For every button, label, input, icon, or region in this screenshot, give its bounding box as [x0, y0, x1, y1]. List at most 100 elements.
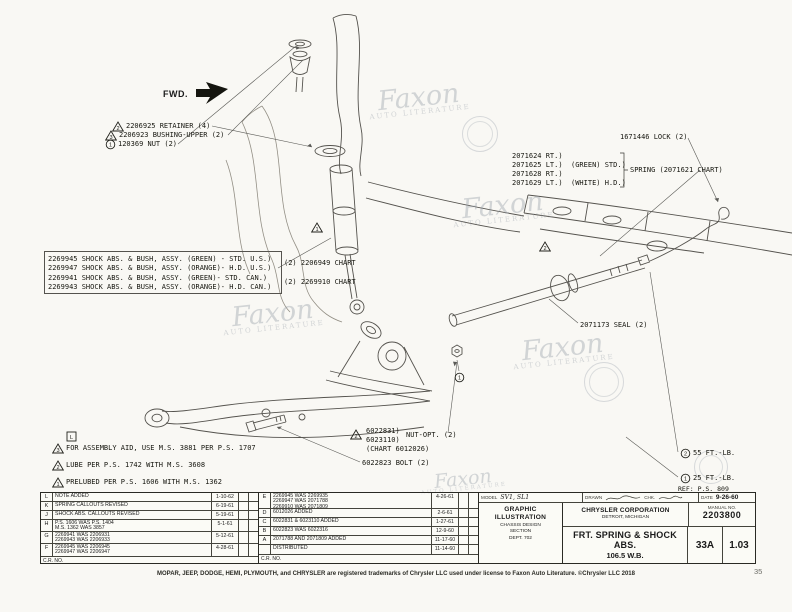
- rev-date: 4-28-61: [212, 544, 239, 556]
- svg-text:2: 2: [116, 126, 119, 132]
- nut-chart-label: (CHART 6012026): [366, 445, 430, 453]
- sheet-number: 33A: [688, 527, 723, 563]
- bushing-part-label: 2206923 BUSHING-UPPER (2): [119, 131, 225, 140]
- checked-label: CHK.: [644, 495, 656, 500]
- shock-part-row3: 2269941 SHOCK ABS. & BUSH, ASSY. (GREEN)…: [48, 274, 268, 282]
- rev-date: 5-12-61: [212, 532, 239, 543]
- triangle-marker: 2: [51, 460, 65, 471]
- svg-text:2: 2: [543, 246, 546, 252]
- trademark-footer: MOPAR, JEEP, DODGE, HEMI, PLYMOUTH, and …: [157, 571, 635, 577]
- manual-number: 2203800: [702, 510, 742, 520]
- spring-chart-label: SPRING (2071621 CHART): [630, 166, 723, 174]
- rev-initial-cell: [239, 544, 249, 556]
- svg-text:1: 1: [458, 376, 461, 382]
- torque-25-text: 25 FT.-LB.: [693, 474, 736, 483]
- rev-initial-cell: [459, 536, 469, 544]
- rev-desc: NOTE ADDED: [53, 493, 212, 501]
- rev-initial-cell: [239, 502, 249, 510]
- rev-letter: B: [259, 527, 271, 535]
- rev-initial-cell: [469, 509, 478, 517]
- rev-desc: 2269945 WAS 2269935 2269947 WAS 2071788 …: [271, 493, 432, 508]
- assembly-aid-text: FOR ASSEMBLY AID, USE M.S. 3881 PER P.S.…: [66, 444, 256, 453]
- drawn-signature: [605, 495, 641, 500]
- nut-opt-row1: 6022831): [366, 427, 400, 435]
- rev-initial-cell: [249, 532, 258, 543]
- revision-row: DISTRIBUTED 11-14-60: [259, 545, 478, 554]
- rev-desc: 6012026 ADDED: [271, 509, 432, 517]
- shock-part-row2: 2269947 SHOCK ABS. & BUSH, ASSY. (ORANGE…: [48, 264, 272, 272]
- rev-date: 4-26-61: [432, 493, 459, 508]
- company-name: CHRYSLER CORPORATION: [581, 507, 670, 514]
- dept-line: SECTION: [509, 528, 532, 534]
- rev-date: 6-19-61: [212, 502, 239, 510]
- rev-desc: 2269941 WAS 2206931 2269943 WAS 2206933: [53, 532, 212, 543]
- nut-callout: 1 120369 NUT (2): [105, 139, 177, 150]
- rev-letter: F: [41, 544, 53, 556]
- svg-text:3: 3: [109, 135, 112, 141]
- shock-chart-us-label: (2) 2206949 CHART: [284, 259, 356, 267]
- drawing-title: FRT. SPRING & SHOCK ABS.: [573, 530, 677, 550]
- spring-part-row3: 2071628 RT.): [512, 170, 563, 178]
- rev-initial-cell: [469, 493, 478, 508]
- dept-line: DEPT. 702: [509, 536, 532, 542]
- rev-initial-cell: [459, 493, 469, 508]
- circle-marker: 1: [680, 473, 691, 484]
- lube-note-text: LUBE PER P.S. 1742 WITH M.S. 3608: [66, 461, 206, 470]
- triangle-marker: 1: [51, 477, 65, 488]
- svg-text:1: 1: [56, 482, 59, 488]
- triangle-marker: 1: [310, 222, 324, 233]
- rev-date: 11-17-60: [432, 536, 459, 544]
- rev-letter: L: [41, 493, 53, 501]
- revision-row: A 2071788 AND 2071809 ADDED 11-17-60: [259, 536, 478, 545]
- issue-number: 1.03: [729, 539, 749, 551]
- prelube-note-text: PRELUBED PER P.S. 1606 WITH M.S. 1362: [66, 478, 222, 487]
- rev-desc: SHOCK ABS. CALLOUTS REVISED: [53, 511, 212, 519]
- rev-initial-cell: [239, 532, 249, 543]
- spring-part-row4: 2071629 LT.) (WHITE) H.D.): [512, 179, 626, 187]
- torque-25-note: 1 25 FT.-LB.: [680, 473, 735, 484]
- shock-part-row1: 2269945 SHOCK ABS. & BUSH, ASSY. (GREEN)…: [48, 255, 272, 263]
- revision-row: E 2269945 WAS 2269935 2269947 WAS 207178…: [259, 493, 478, 509]
- spring-part-row1: 2071624 RT.): [512, 152, 563, 160]
- rev-desc: 6022831 & 6023110 ADDED: [271, 518, 432, 526]
- model-cell: MODEL SV1, SL1: [479, 493, 583, 502]
- revision-table-middle: E 2269945 WAS 2269935 2269947 WAS 207178…: [259, 493, 479, 563]
- date-cell: DATE 9-26-60: [699, 493, 755, 502]
- rev-desc: SPRING CALLOUTS REVISED: [53, 502, 212, 510]
- rev-date: 5-1-61: [212, 520, 239, 531]
- dept-line: ILLUSTRATION: [494, 513, 547, 521]
- svg-text:2: 2: [684, 452, 687, 458]
- rev-initial-cell: [239, 520, 249, 531]
- revision-row: F 2269945 WAS 2206945 2269947 WAS 220694…: [41, 544, 258, 556]
- rev-initial-cell: [469, 536, 478, 544]
- rev-date: 1-27-61: [432, 518, 459, 526]
- svg-text:L: L: [70, 435, 73, 441]
- svg-text:1: 1: [684, 477, 687, 483]
- rev-initial-cell: [459, 518, 469, 526]
- rev-desc: DISTRIBUTED: [271, 545, 432, 554]
- shock-callout-box: [44, 251, 282, 294]
- rev-initial-cell: [249, 502, 258, 510]
- shock-part-row4: 2269943 SHOCK ABS. & BUSH, ASSY. (ORANGE…: [48, 283, 272, 291]
- svg-text:2: 2: [56, 465, 59, 471]
- torque-55-note: 2 55 FT.-LB.: [680, 448, 735, 459]
- date-value: 9-26-60: [715, 494, 739, 501]
- assembly-aid-note: 3 FOR ASSEMBLY AID, USE M.S. 3881 PER P.…: [51, 443, 256, 454]
- bolt-part-label: 6022823 BOLT (2): [362, 459, 430, 467]
- model-label: MODEL: [481, 495, 498, 500]
- rev-letter: C: [259, 518, 271, 526]
- lube-note: 2 LUBE PER P.S. 1742 WITH M.S. 3608: [51, 460, 206, 471]
- svg-text:3: 3: [56, 448, 59, 454]
- wheelbase: 106.5 W.B.: [606, 551, 644, 560]
- rev-desc: 6022823 WAS 6022316: [271, 527, 432, 535]
- rev-desc: 2071788 AND 2071809 ADDED: [271, 536, 432, 544]
- svg-text:1: 1: [109, 143, 112, 149]
- company-city: DETROIT, MICHIGAN: [601, 515, 650, 520]
- signature-cell: DRAWN CHK.: [583, 493, 699, 502]
- circle-marker: 1: [454, 372, 465, 383]
- cr-number-label: C.R. NO.: [259, 554, 478, 563]
- rev-initial-cell: [469, 527, 478, 535]
- rev-initial-cell: [469, 518, 478, 526]
- revision-table-left: L NOTE ADDED 1-10-62 K SPRING CALLOUTS R…: [41, 493, 259, 564]
